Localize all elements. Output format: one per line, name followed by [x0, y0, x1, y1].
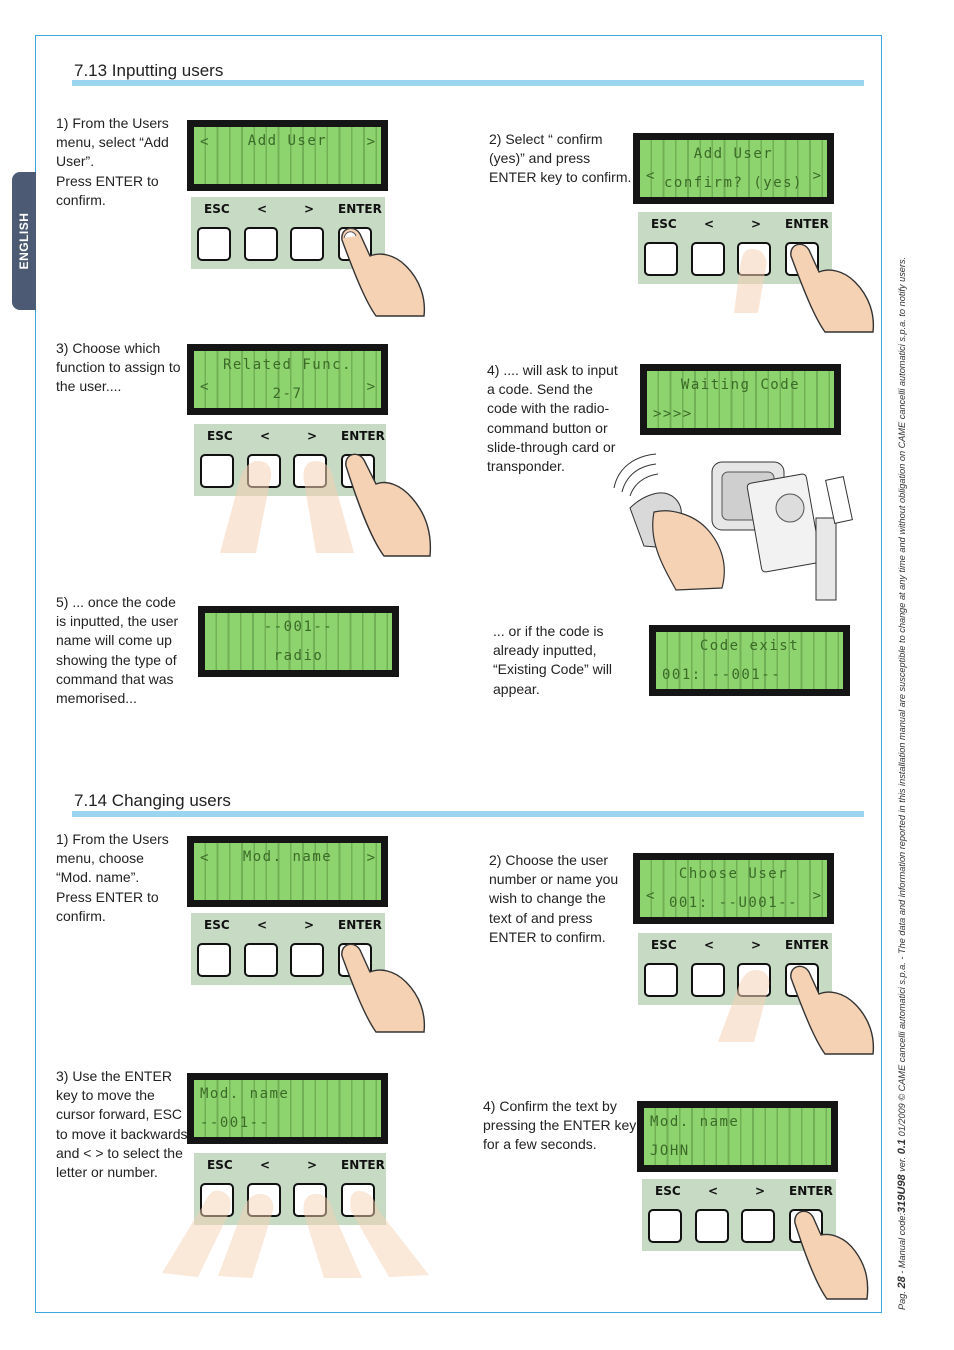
- step-text: 3) Use the ENTER key to move the cursor …: [56, 1068, 188, 1181]
- page-footer: Pag. 28 - Manual code:319U98 ver. 0.1 01…: [896, 256, 908, 1310]
- right-key[interactable]: [290, 943, 324, 977]
- finger-pointer-icon: [303, 1194, 362, 1278]
- lcd-display: < > Add User confirm? (yes): [633, 133, 834, 204]
- lcd-display: Mod. name --001--: [187, 1073, 388, 1144]
- lcd-display: --001-- radio: [198, 606, 399, 677]
- left-key[interactable]: [691, 963, 725, 997]
- section-title-changing-users: 7.14 Changing users: [74, 791, 231, 810]
- step-text: 5) ... once the code is inputted, the us…: [56, 594, 179, 707]
- step-text: ... or if the code is already inputted, …: [493, 623, 613, 697]
- lcd-display: Mod. name JOHN: [637, 1101, 838, 1172]
- step-text: 3) Choose which function to assign to th…: [56, 340, 181, 395]
- step-text: 2) Choose the user number or name you wi…: [489, 852, 619, 945]
- left-key[interactable]: [691, 242, 725, 276]
- finger-pointer-icon: [218, 1194, 274, 1278]
- section-title-inputting-users: 7.13 Inputting users: [74, 61, 224, 80]
- finger-pointer-icon: [790, 243, 875, 333]
- page-frame: [35, 35, 882, 1313]
- finger-pointer-icon: [794, 1210, 869, 1300]
- esc-key[interactable]: [197, 943, 231, 977]
- finger-pointer-icon: [220, 461, 272, 553]
- step-text: 1) From the Users menu, select “Add User…: [56, 115, 169, 208]
- esc-key[interactable]: [644, 242, 678, 276]
- lcd-display: < > Add User: [187, 120, 388, 191]
- right-key[interactable]: [741, 1209, 775, 1243]
- step-text: 4) Confirm the text by pressing the ENTE…: [483, 1098, 637, 1153]
- finger-pointer-icon: [790, 965, 875, 1055]
- finger-pointer-icon: [162, 1190, 231, 1277]
- right-key[interactable]: [290, 227, 324, 261]
- esc-key[interactable]: [197, 227, 231, 261]
- esc-key[interactable]: [644, 963, 678, 997]
- lcd-display: < > Mod. name: [187, 836, 388, 907]
- finger-pointer-icon: [341, 943, 426, 1033]
- section-title-bar: [72, 80, 864, 86]
- left-key[interactable]: [695, 1209, 729, 1243]
- lcd-display: < > Choose User 001: --U001--: [633, 853, 834, 924]
- finger-pointer-icon: [718, 970, 770, 1042]
- esc-key[interactable]: [648, 1209, 682, 1243]
- language-tab: ENGLISH: [12, 172, 36, 310]
- left-key[interactable]: [244, 943, 278, 977]
- lcd-display: < > Related Func. 2-7: [187, 344, 388, 415]
- left-key[interactable]: [244, 227, 278, 261]
- section-title-bar: [72, 811, 864, 817]
- lcd-display: Waiting Code >>>>: [640, 364, 841, 435]
- finger-pointer-icon: [345, 453, 432, 557]
- step-text: 1) From the Users menu, choose “Mod. nam…: [56, 831, 169, 924]
- finger-pointer-icon: [341, 227, 426, 317]
- finger-pointer-icon: [734, 249, 767, 313]
- step-text: 2) Select “ confirm (yes)” and press ENT…: [489, 131, 632, 186]
- finger-pointer-icon: [303, 461, 354, 553]
- finger-pointer-icon: [350, 1191, 429, 1277]
- esc-key[interactable]: [200, 454, 234, 488]
- lcd-display: Code exist 001: --001--: [649, 625, 850, 696]
- radio-transmitter-card-reader-illustration: [613, 453, 853, 601]
- step-text: 4) .... will ask to input a code. Send t…: [487, 362, 618, 475]
